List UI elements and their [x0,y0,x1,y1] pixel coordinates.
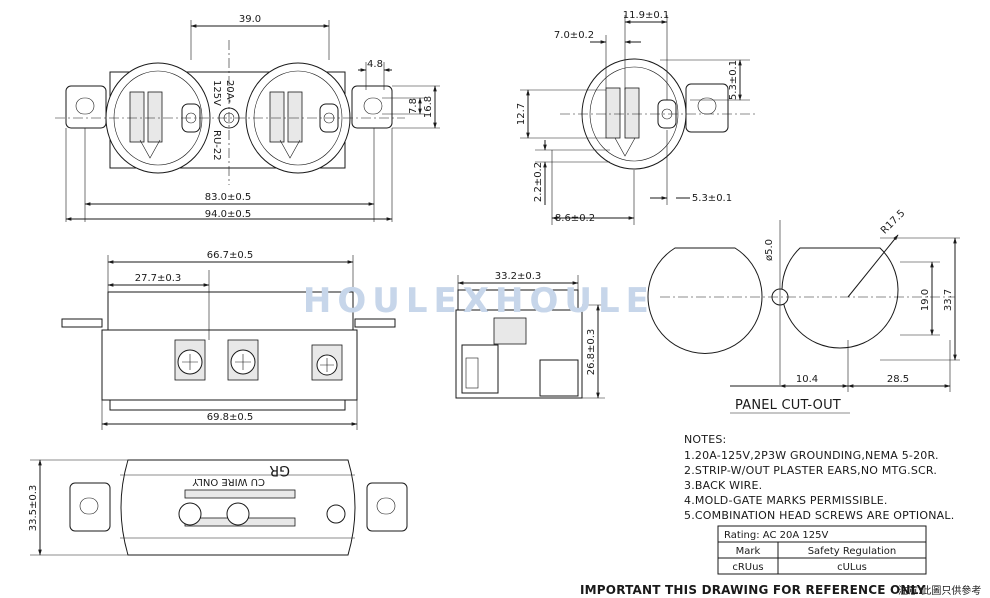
table-cell-mark: cRUus [732,562,763,573]
dim-side-2-2: 2.2±0.2 [533,162,544,202]
rating-text: Rating: AC 20A 125V [724,530,828,541]
dim-side-7-0: 7.0±0.2 [554,30,594,41]
dim-cutout-phi5: ø5.0 [764,239,775,261]
back-marking-gr: GR [269,462,290,478]
dim-side-12-7: 12.7 [516,103,527,125]
dim-cutout-28-5: 28.5 [887,374,909,385]
body-marking-125v: 125V [211,80,222,106]
note-item: 3.BACK WIRE. [684,479,762,492]
dim-bottom-66-7: 66.7±0.5 [207,250,254,261]
body-marking-20a: 20A- [224,80,235,103]
notes-block: NOTES: 1.20A-125V,2P3W GROUNDING,NEMA 5-… [684,433,954,522]
dim-front-94: 94.0±0.5 [205,209,252,220]
dim-front-4-8: 4.8 [367,59,383,70]
note-item: 5.COMBINATION HEAD SCREWS ARE OPTIONAL. [684,509,954,522]
footer-cn-note: 注意:此圖只供參考 [898,584,981,597]
dim-side-5-3-horiz: 5.3±0.1 [692,193,732,204]
dim-cutout-r17-5: R17.5 [879,208,907,236]
table-header-safety: Safety Regulation [808,546,897,557]
side-view: 11.9±0.1 7.0±0.2 5.3±0.1 12.7 2.2±0.2 8.… [516,10,755,225]
dim-front-39: 39.0 [239,14,261,25]
dim-front-16-8: 16.8 [423,96,434,118]
footer-important: IMPORTANT THIS DRAWING FOR REFERENCE ONL… [580,583,926,597]
back-view: 33.5±0.3 GR CU WIRE ONLY [28,459,408,556]
dim-cutout-10-4: 10.4 [796,374,818,385]
back-marking-cu-wire-only: CU WIRE ONLY [192,476,265,487]
dim-side-5-3-vert: 5.3±0.1 [728,60,739,100]
dim-cutout-19: 19.0 [920,289,931,311]
notes-heading: NOTES: [684,433,726,446]
dim-front-7-8: 7.8 [408,98,419,114]
note-item: 2.STRIP-W/OUT PLASTER EARS,NO MTG.SCR. [684,464,937,477]
note-item: 4.MOLD-GATE MARKS PERMISSIBLE. [684,494,888,507]
dim-side-8-6: 8.6±0.2 [555,213,595,224]
dim-front-83: 83.0±0.5 [205,192,252,203]
dim-bottom-27-7: 27.7±0.3 [135,273,182,284]
panel-cutout: R17.5 ø5.0 19.0 33.7 10.4 28.5 PANEL CUT… [647,208,960,414]
dim-end-26-8: 26.8±0.3 [586,329,597,376]
table-header-mark: Mark [736,546,761,557]
dim-cutout-33-7: 33.7 [943,289,954,311]
dim-end-33-2: 33.2±0.3 [495,271,542,282]
bottom-view: 66.7±0.5 27.7±0.3 69.8±0.5 [61,250,396,430]
front-view: 39.0 4.8 7.8 16.8 83.0±0.5 94.0±0.5 20A-… [55,14,440,222]
dim-bottom-69-8: 69.8±0.5 [207,412,254,423]
end-view: 33.2±0.3 26.8±0.3 [455,271,605,399]
watermark: HOULEXHOULEX [303,281,687,321]
dim-side-11-9: 11.9±0.1 [623,10,670,21]
panel-cutout-title: PANEL CUT-OUT [735,398,841,413]
rating-table: Rating: AC 20A 125V Mark Safety Regulati… [717,525,927,575]
table-cell-safety: cULus [837,562,867,573]
note-item: 1.20A-125V,2P3W GROUNDING,NEMA 5-20R. [684,449,939,462]
dim-back-33-5: 33.5±0.3 [28,485,39,532]
body-marking-ru22: RU-22 [211,130,222,161]
